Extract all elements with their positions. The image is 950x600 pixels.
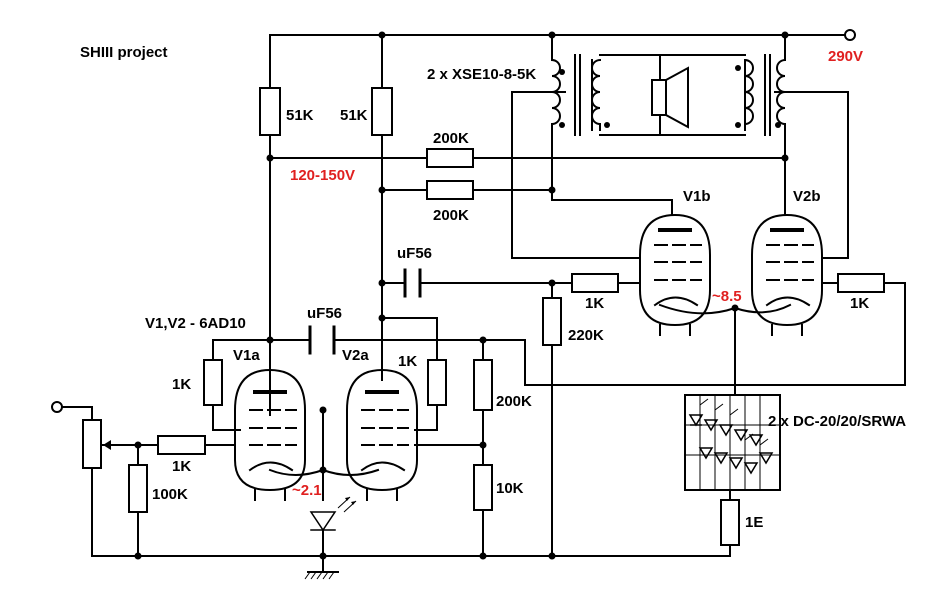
- tube-v2b: [751, 213, 823, 336]
- resistor-leak: [542, 297, 562, 346]
- resistor-input: [157, 435, 206, 455]
- resistor-input-leak: [128, 464, 148, 513]
- project-title: SHIII project: [80, 44, 168, 61]
- junctions: [134, 31, 789, 560]
- r-anode-left-label: 51K: [286, 107, 314, 124]
- c-coupling-top-label: uF56: [397, 245, 432, 262]
- supply-terminal: [844, 29, 856, 41]
- resistor-feedback-top: [426, 148, 474, 168]
- resistor-divider-bottom: [473, 464, 493, 511]
- r-leak-label: 220K: [568, 327, 604, 344]
- wiper-arrow-icon: [103, 440, 111, 450]
- resistor-grid-v1a: [203, 359, 223, 406]
- r-grid-v2a-label: 1K: [398, 353, 417, 370]
- output-transformers: [550, 54, 787, 136]
- r-grid-v1b-label: 1K: [585, 295, 604, 312]
- tube-v1b: [639, 213, 711, 336]
- resistor-anode-right: [371, 87, 393, 136]
- r-input-label: 1K: [172, 458, 191, 475]
- r-div-top-label: 200K: [496, 393, 532, 410]
- potentiometer: [82, 419, 102, 469]
- resistors: [82, 87, 885, 546]
- resistor-grid-v2b: [837, 273, 885, 293]
- wires: [51, 29, 906, 580]
- led-array-label: 2 x DC-20/20/SRWA: [768, 413, 906, 430]
- anode-voltage-label: 120-150V: [290, 167, 355, 184]
- v1-cathode-voltage-label: ~2.1: [292, 482, 322, 499]
- v2b-label: V2b: [793, 188, 821, 205]
- r-fb-bottom-label: 200K: [433, 207, 469, 224]
- input-terminal: [51, 401, 63, 413]
- tube-type-label: V1,V2 - 6AD10: [145, 315, 246, 332]
- capacitor-coupling-top: [403, 268, 422, 298]
- led-array-icon: [688, 398, 774, 475]
- resistor-divider-top: [473, 359, 493, 411]
- v1b-label: V1b: [683, 188, 711, 205]
- v2a-label: V2a: [342, 347, 369, 364]
- r-anode-right-label: 51K: [340, 107, 368, 124]
- r-output-cathode-label: 1E: [745, 514, 763, 531]
- supply-voltage-label: 290V: [828, 48, 863, 65]
- capacitors: [308, 268, 422, 355]
- v1a-label: V1a: [233, 347, 260, 364]
- r-grid-v1a-label: 1K: [172, 376, 191, 393]
- resistor-feedback-bottom: [426, 180, 474, 200]
- r-grid-v2b-label: 1K: [850, 295, 869, 312]
- r-input-leak-label: 100K: [152, 486, 188, 503]
- r-div-bottom-label: 10K: [496, 480, 524, 497]
- resistor-output-cathode: [720, 499, 740, 546]
- tube-v1a: [234, 368, 306, 501]
- labels: SHIII project 2 x XSE10-8-5K 290V 120-15…: [80, 44, 906, 531]
- speaker-icon: [651, 66, 689, 129]
- transformer-label: 2 x XSE10-8-5K: [427, 66, 536, 83]
- r-fb-top-label: 200K: [433, 130, 469, 147]
- resistor-grid-v2a: [427, 359, 447, 406]
- resistor-grid-v1b: [571, 273, 619, 293]
- v2-cathode-voltage-label: ~8.5: [712, 288, 742, 305]
- c-coupling-mid-label: uF56: [307, 305, 342, 322]
- resistor-anode-left: [259, 87, 281, 136]
- tubes: [234, 213, 823, 501]
- tube-v2a: [346, 368, 418, 501]
- led-v1-icon: [309, 496, 357, 532]
- capacitor-coupling-mid: [308, 325, 336, 355]
